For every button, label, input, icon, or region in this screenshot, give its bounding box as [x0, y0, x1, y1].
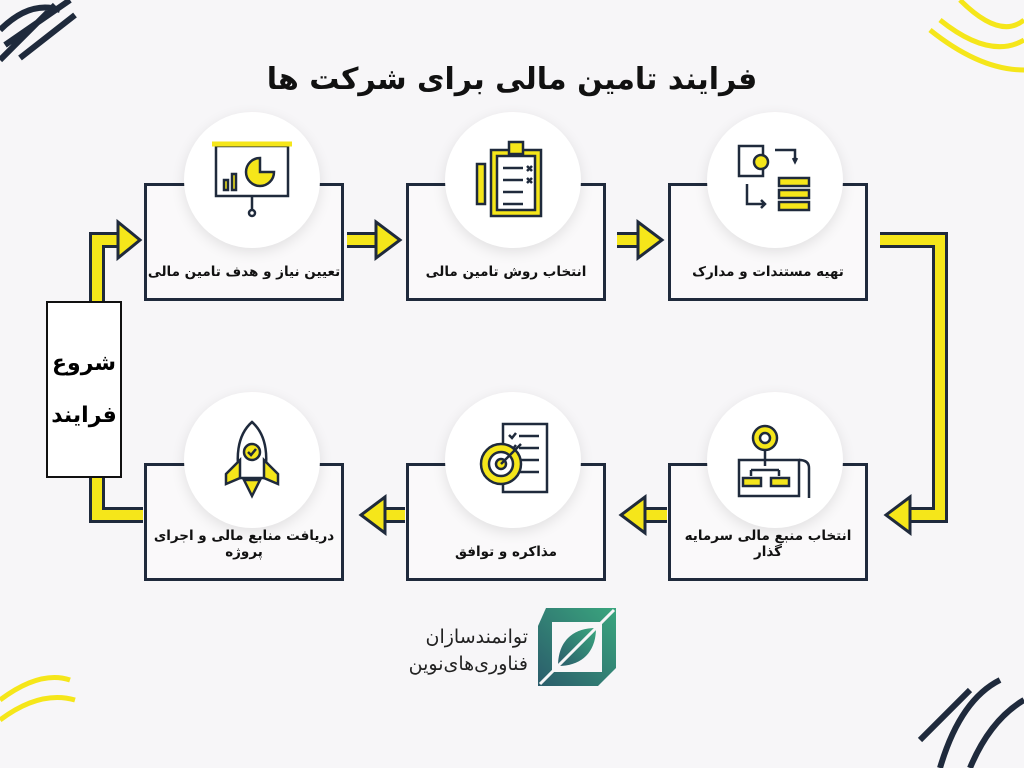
- scribble-decoration: [928, 0, 1024, 73]
- start-label: شروع: [51, 350, 117, 376]
- scribble-decoration: [917, 677, 1024, 768]
- document-gear-flow-icon: [707, 112, 843, 248]
- flow-path: [89, 232, 948, 523]
- company-logo-text: توانمندسازان فناوری‌های‌نوین: [398, 624, 528, 678]
- arrow-left-icon: [883, 494, 912, 536]
- presentation-chart-icon: [184, 112, 320, 248]
- logo-line-2: فناوری‌های‌نوین: [408, 653, 528, 675]
- start-process-box: شروع فرایند: [46, 301, 122, 478]
- step-label: انتخاب روش تامین مالی: [425, 264, 587, 280]
- clipboard-checklist-icon: [445, 112, 581, 248]
- arrow-right-icon: [636, 219, 665, 261]
- page-title: فرایند تامین مالی برای شرکت ها: [266, 62, 758, 97]
- step-label: مذاکره و توافق: [455, 544, 557, 560]
- process-label: فرایند: [51, 402, 117, 428]
- arrow-left-icon: [358, 494, 387, 536]
- arrow-right-icon: [116, 218, 143, 262]
- step-label: انتخاب منبع مالی سرمایه گذار: [684, 528, 852, 560]
- arrow-right-icon: [374, 219, 403, 261]
- step-label: تهیه مستندات و مدارک: [692, 264, 844, 280]
- step-label: دریافت منابع مالی و اجرای پروژه: [153, 528, 335, 560]
- scribble-decoration: [0, 0, 77, 63]
- arrow-left-icon: [618, 494, 647, 536]
- target-checklist-icon: [445, 392, 581, 528]
- scribble-decoration: [0, 675, 76, 723]
- logo-line-1: توانمندسازان: [425, 626, 528, 648]
- gear-blueprint-icon: [707, 392, 843, 528]
- step-label: تعیین نیاز و هدف تامین مالی: [147, 264, 341, 280]
- company-logo-icon: [538, 608, 616, 686]
- rocket-icon: [184, 392, 320, 528]
